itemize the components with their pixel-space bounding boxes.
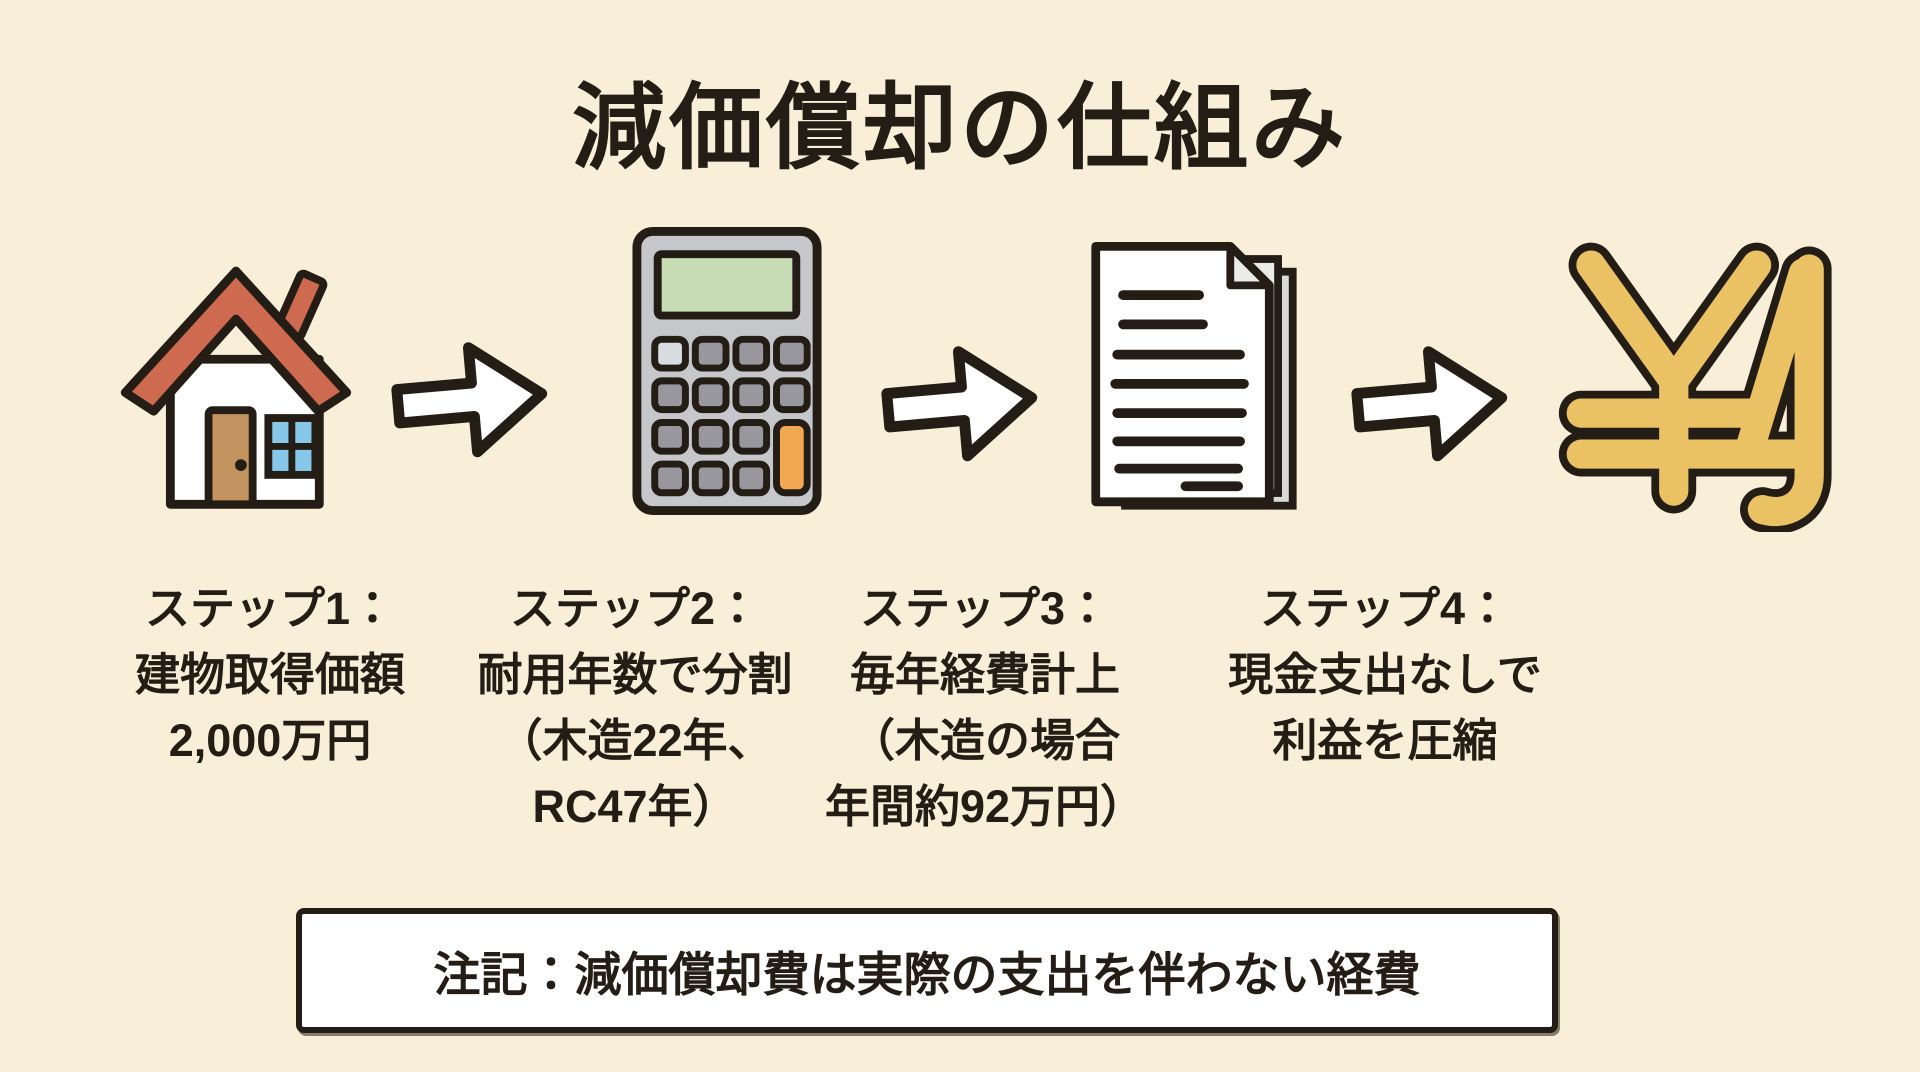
step-4-caption: ステップ4： 現金支出なしで 利益を圧縮 (1155, 576, 1615, 774)
step-3-line: （木造の場合 (849, 715, 1120, 767)
note-box: 注記：減価償却費は実際の支出を伴わない経費 (296, 908, 1558, 1033)
calculator-icon (632, 226, 822, 516)
step-3-caption: ステップ3： 毎年経費計上 （木造の場合 年間約92万円） (755, 576, 1215, 841)
step-3-line: 年間約92万円） (824, 781, 1146, 833)
step-4-line: 現金支出なしで (1228, 649, 1542, 701)
arrow-right-icon (881, 346, 1038, 462)
step-1-line: 建物取得価額 (134, 649, 405, 701)
documents-icon (1091, 241, 1297, 510)
step-2-line: （木造22年、 (497, 715, 773, 767)
arrow-right-icon (1351, 346, 1508, 462)
page-title: 減価償却の仕組み (571, 75, 1348, 180)
step-1-title: ステップ1： (144, 583, 396, 634)
step-2-caption: ステップ2： 耐用年数で分割 （木造22年、 RC47年） (405, 576, 865, 841)
step-2-line: RC47年） (532, 781, 738, 833)
step-2-line: 耐用年数で分割 (477, 649, 793, 701)
yen-icon (1558, 242, 1832, 532)
arrow-right-icon (391, 342, 548, 458)
step-4-line: 利益を圧縮 (1272, 715, 1498, 767)
house-icon (120, 266, 352, 509)
step-2-title: ステップ2： (509, 583, 761, 634)
step-1-line: 2,000万円 (168, 715, 372, 767)
step-3-title: ステップ3： (859, 583, 1111, 634)
step-3-line: 毎年経費計上 (849, 649, 1120, 701)
step-4-title: ステップ4： (1259, 583, 1511, 634)
step-1-caption: ステップ1： 建物取得価額 2,000万円 (40, 576, 500, 774)
note-text: 注記：減価償却費は実際の支出を伴わない経費 (433, 948, 1421, 1001)
